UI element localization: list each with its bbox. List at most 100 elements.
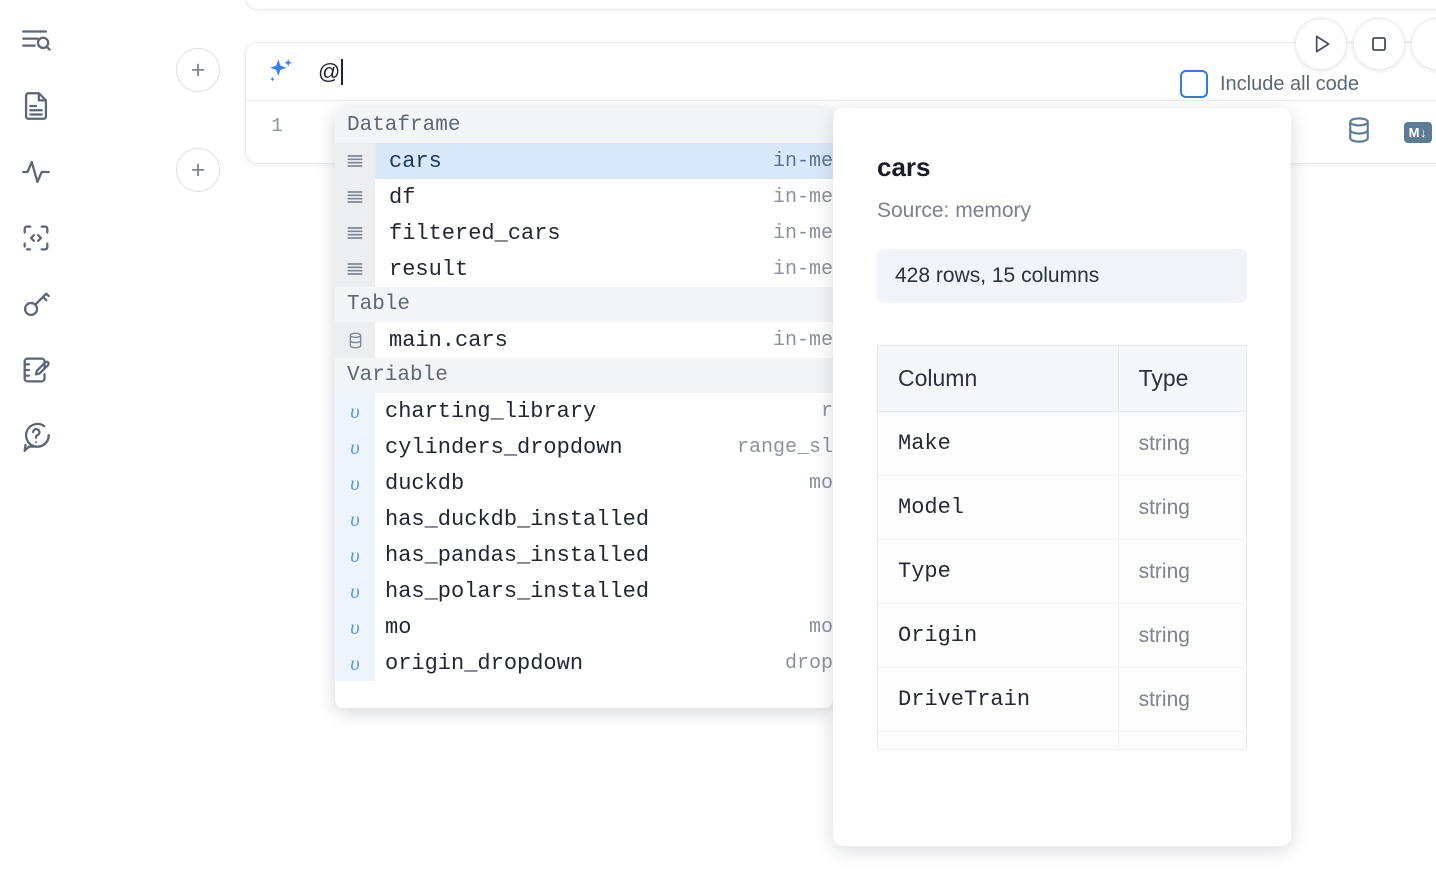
table-database-icon bbox=[335, 322, 375, 358]
help-chat-icon[interactable] bbox=[14, 414, 58, 458]
plus-icon: + bbox=[190, 55, 206, 84]
include-all-code-label: Include all code bbox=[1220, 72, 1359, 95]
autocomplete-item[interactable]: df in-memory bbox=[335, 179, 833, 215]
activity-icon[interactable] bbox=[14, 150, 58, 194]
autocomplete-dropdown[interactable]: Dataframecarsin-memorydfin-memoryfiltere… bbox=[335, 108, 833, 708]
autocomplete-item[interactable]: υ charting_library radio bbox=[335, 393, 833, 429]
autocomplete-item-type: module bbox=[808, 471, 833, 495]
more-actions-button[interactable] bbox=[1411, 18, 1436, 70]
code-snippet-icon[interactable] bbox=[14, 216, 58, 260]
variable-icon: υ bbox=[335, 645, 375, 681]
autocomplete-item[interactable]: filtered_cars in-memory bbox=[335, 215, 833, 251]
database-icon[interactable] bbox=[1344, 115, 1374, 150]
autocomplete-item-name: df bbox=[389, 184, 416, 210]
cell-column-name: Model bbox=[877, 475, 1119, 540]
autocomplete-item[interactable]: υmomodule bbox=[335, 609, 833, 645]
cell-action-icons: M↓ bbox=[1344, 115, 1432, 150]
autocomplete-item-name: has_duckdb_installed bbox=[385, 506, 650, 532]
code-editor-row[interactable]: 1 M↓ bbox=[246, 101, 1436, 163]
autocomplete-item-name: result bbox=[389, 256, 469, 282]
cell-run-controls bbox=[1295, 18, 1436, 70]
stop-cell-button[interactable] bbox=[1353, 18, 1405, 70]
previous-cell-edge bbox=[245, 0, 1436, 10]
autocomplete-item-type: in-memory bbox=[772, 257, 833, 281]
plus-icon: + bbox=[190, 155, 206, 184]
autocomplete-item-type: radio bbox=[820, 399, 833, 423]
search-outline-icon[interactable] bbox=[14, 18, 58, 62]
autocomplete-item-name: main.cars bbox=[389, 327, 508, 353]
autocomplete-item[interactable]: result in-memory bbox=[335, 251, 833, 287]
variable-icon: υ bbox=[335, 465, 375, 501]
variable-icon: υ bbox=[335, 501, 375, 537]
notebook-edit-icon[interactable] bbox=[14, 348, 58, 392]
include-all-code-checkbox[interactable] bbox=[1180, 70, 1208, 98]
autocomplete-item-name: filtered_cars bbox=[389, 220, 561, 246]
dataframe-icon bbox=[335, 215, 375, 251]
markdown-icon[interactable]: M↓ bbox=[1403, 122, 1432, 143]
autocomplete-item-type: in-memory bbox=[772, 185, 833, 209]
autocomplete-item-type: in-memory bbox=[772, 328, 833, 352]
autocomplete-item-type: in-memory bbox=[772, 149, 833, 173]
autocomplete-item-type: dropdown bbox=[784, 651, 833, 675]
ai-prompt-value: @ bbox=[318, 58, 341, 84]
autocomplete-item-name: origin_dropdown bbox=[385, 650, 584, 676]
autocomplete-item[interactable]: main.cars in-memory bbox=[335, 322, 833, 358]
preview-source: Source: memory bbox=[877, 199, 1032, 222]
variable-icon: υ bbox=[335, 429, 375, 465]
cell-column-type: string bbox=[1118, 667, 1247, 732]
variable-icon: υ bbox=[335, 393, 375, 429]
cell-column-name: DriveTrain bbox=[877, 667, 1119, 732]
autocomplete-group-table: Table bbox=[335, 287, 833, 322]
table-row-partial bbox=[877, 731, 1247, 750]
cell-column-type: string bbox=[1118, 603, 1247, 668]
cell-column-type: string bbox=[1118, 411, 1247, 476]
autocomplete-item-name: has_polars_installed bbox=[385, 578, 650, 604]
variable-icon: υ bbox=[335, 573, 375, 609]
autocomplete-item[interactable]: υ origin_dropdown dropdown bbox=[335, 645, 833, 681]
table-header-row: Column Type bbox=[877, 345, 1247, 412]
ai-prompt-input[interactable]: @ bbox=[318, 43, 1436, 100]
dataset-preview-panel: cars Source: memory 428 rows, 15 columns… bbox=[833, 108, 1291, 846]
autocomplete-list: Dataframecarsin-memorydfin-memoryfiltere… bbox=[335, 108, 833, 681]
cell-column-name: Type bbox=[877, 539, 1119, 604]
autocomplete-item-name: has_pandas_installed bbox=[385, 542, 650, 568]
autocomplete-item-name: charting_library bbox=[385, 398, 597, 424]
cell-column-type: string bbox=[1118, 475, 1247, 540]
autocomplete-item-name: duckdb bbox=[385, 470, 465, 496]
run-cell-button[interactable] bbox=[1295, 18, 1347, 70]
add-cell-above-button[interactable]: + bbox=[176, 48, 220, 92]
dataframe-icon bbox=[335, 251, 375, 287]
file-text-icon[interactable] bbox=[14, 84, 58, 128]
preview-title: cars bbox=[877, 152, 931, 182]
ai-prompt-row[interactable]: @ bbox=[246, 43, 1436, 101]
line-number: 1 bbox=[271, 115, 283, 137]
left-sidebar bbox=[0, 0, 72, 874]
key-icon[interactable] bbox=[14, 282, 58, 326]
markdown-letter: M bbox=[1408, 125, 1420, 140]
dataframe-icon bbox=[335, 143, 375, 179]
add-cell-below-button[interactable]: + bbox=[176, 148, 220, 192]
cell-column-type: string bbox=[1118, 539, 1247, 604]
include-all-code-row[interactable]: Include all code bbox=[1180, 70, 1359, 98]
autocomplete-item-name: cylinders_dropdown bbox=[385, 434, 623, 460]
text-caret bbox=[341, 58, 344, 85]
column-header-type: Type bbox=[1118, 345, 1247, 412]
column-header-column: Column bbox=[877, 345, 1119, 412]
autocomplete-item-type: in-memory bbox=[772, 221, 833, 245]
sparkle-ai-icon bbox=[264, 55, 298, 89]
code-editor-area[interactable]: M↓ bbox=[308, 101, 1436, 163]
autocomplete-group-dataframe: Dataframe bbox=[335, 108, 833, 143]
autocomplete-item[interactable]: cars in-memory bbox=[335, 143, 833, 179]
autocomplete-item-name: cars bbox=[389, 148, 442, 174]
autocomplete-item-name: mo bbox=[385, 614, 412, 640]
